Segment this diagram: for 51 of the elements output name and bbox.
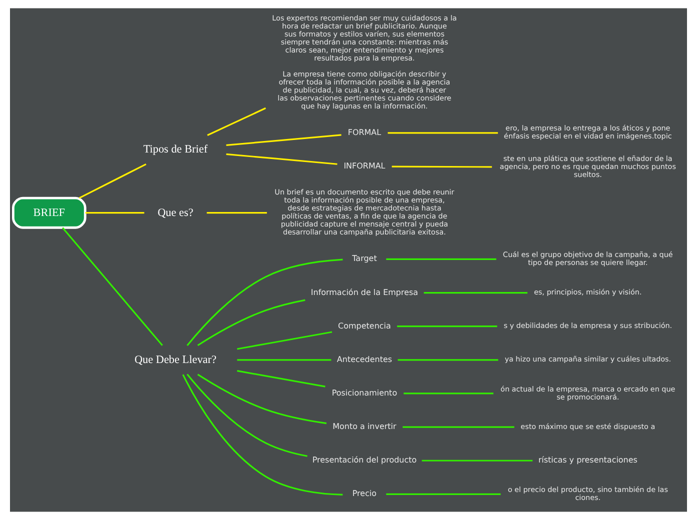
connector <box>386 258 496 260</box>
node-text: Monto a invertir <box>332 422 396 432</box>
node-text: Precio <box>352 489 376 498</box>
node-text: Tipos de Brief <box>142 144 208 156</box>
connector <box>391 166 492 168</box>
connector <box>84 212 144 214</box>
node-text: Un brief es un documento escrito que debe reunir toda la información posible de una empresa, desde estrategias de mercadotecnia hasta políticas de ventas, a fin de que la agencia de publicidad capture el mensaje central y pueda desarrollar una campaña publicitaria exitosa. <box>274 188 454 237</box>
node-text: Cuál es el grupo objetivo de la campaña, a qué tipo de personas se quiere llegar. <box>502 250 672 267</box>
connector <box>196 374 326 424</box>
node-text: Presentación del producto <box>312 456 416 465</box>
node-text: Posicionamiento <box>331 388 397 398</box>
node-text: ya hizo una campaña similar y cuáles ultados. <box>504 354 671 364</box>
connector <box>62 227 162 346</box>
node-text: Que Debe Llevar? <box>134 354 216 366</box>
node-text: Antecedentes <box>336 354 392 364</box>
node-box: BRIEF <box>12 196 86 229</box>
node-text: Los expertos recomiendan ser muy cuidadosos a la hora de redactar un brief publicitario. Aunque sus formatos y estilos varíen, sus elementos siempre tendrán una constante: mientras más claros sean, mejor entendimiento y mejores resultados para la empresa. La empresa tiene como obligación describir y ofrecer toda la información posible a la agencia de publicidad, la cual, a su vez, deberá hacer las observaciones pertinentes cuando considere que hay lagunas en la información. <box>272 13 456 110</box>
connector <box>421 460 532 462</box>
connector <box>236 331 332 350</box>
node-text: Competencia <box>338 321 390 330</box>
connector <box>182 374 342 496</box>
connector <box>226 153 337 165</box>
connector <box>186 374 307 457</box>
node-text: FORMAL <box>347 128 381 137</box>
connector <box>196 299 305 346</box>
node-text: rísticas y presentaciones <box>538 456 637 465</box>
connector <box>402 426 514 428</box>
connector <box>236 370 325 388</box>
node-text: INFORMAL <box>343 161 385 170</box>
connector <box>386 493 500 495</box>
connector <box>186 258 342 346</box>
node-text: Información de la Empresa <box>310 288 418 297</box>
node-text: esto máximo que se esté dispuesto a <box>520 422 655 431</box>
node-text: ón actual de la empresa, marca o ercado en que se promocionará. <box>500 384 675 402</box>
connector <box>226 134 341 146</box>
connector <box>423 292 527 294</box>
connector <box>206 212 266 214</box>
connector <box>78 163 146 199</box>
connector <box>396 326 497 328</box>
connector <box>403 392 493 394</box>
node-text: o el precio del producto, sino también de las ciones. <box>507 484 668 502</box>
connector <box>397 359 498 361</box>
connector <box>387 132 498 134</box>
node-text: ste en una plática que sostiene el eñador de la agencia, pero no es rque quedan muchos puntos sueltos. <box>499 154 676 180</box>
node-text: Que es? <box>157 206 193 219</box>
node-text: ero, la empresa lo entrega a los áticos y pone énfasis especial en el vidad en imágenes.topic <box>503 124 672 141</box>
node-text: es, principios, misión y visión. <box>533 288 642 297</box>
node-text: Target <box>352 254 376 264</box>
connector <box>206 107 266 136</box>
connector <box>236 359 331 361</box>
node-text: s y debilidades de la empresa y sus stribución. <box>503 321 672 330</box>
